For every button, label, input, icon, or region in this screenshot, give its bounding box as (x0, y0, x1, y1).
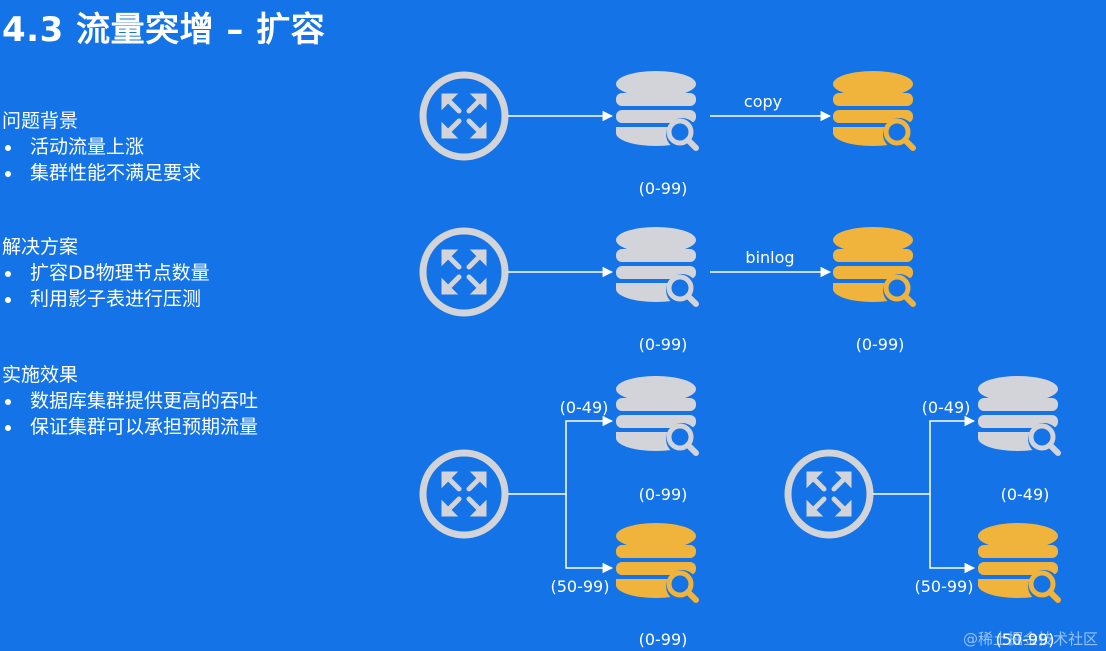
database-new-icon (616, 523, 698, 602)
router-icon (788, 453, 870, 535)
router-icon (423, 453, 505, 535)
bullet-item: 保证集群可以承担预期流量 (2, 414, 258, 440)
route-line-bottom (929, 494, 976, 574)
range-label: (0-99) (639, 630, 688, 649)
range-label: (0-99) (639, 335, 688, 354)
bullet-item: 数据库集群提供更高的吞吐 (2, 388, 258, 414)
range-label: (0-99) (639, 485, 688, 504)
bullet-item: 集群性能不满足要求 (2, 160, 201, 186)
section-heading: 解决方案 (2, 236, 79, 258)
range-label: (50-99) (996, 630, 1055, 649)
row-split-left: (0-49) (50-99) (0-99) (0-99) (423, 376, 698, 649)
bullet-item: 活动流量上涨 (2, 134, 201, 160)
route-range-label: (50-99) (551, 577, 610, 596)
bullet-item: 利用影子表进行压测 (2, 286, 210, 312)
section-effect: 实施效果 数据库集群提供更高的吞吐 保证集群可以承担预期流量 (2, 362, 258, 440)
range-label: (0-99) (639, 179, 688, 198)
section-background: 问题背景 活动流量上涨 集群性能不满足要求 (2, 108, 201, 186)
row-binlog: binlog (0-99) (0-99) (423, 227, 915, 354)
database-icon (978, 376, 1060, 455)
router-icon (423, 231, 505, 313)
route-range-label: (0-49) (922, 398, 971, 417)
database-icon (616, 71, 698, 150)
binlog-label: binlog (745, 248, 794, 267)
section-heading: 问题背景 (2, 110, 79, 132)
row-copy: copy (0-99) (423, 71, 915, 198)
database-new-icon (833, 71, 915, 150)
row-split-right: (0-49) (50-99) (0-49) (50-99) (788, 376, 1060, 649)
bullet-item: 扩容DB物理节点数量 (2, 260, 210, 286)
route-line-bottom (565, 494, 614, 574)
watermark: @稀土掘金技术社区 (962, 630, 1098, 648)
page-title: 4.3 流量突增 – 扩容 (2, 10, 326, 50)
section-solution: 解决方案 扩容DB物理节点数量 利用影子表进行压测 (2, 234, 210, 312)
route-line-top (873, 415, 976, 495)
route-line-top (508, 415, 614, 495)
range-label: (0-49) (1001, 485, 1050, 504)
section-heading: 实施效果 (2, 364, 79, 386)
router-icon (423, 75, 505, 157)
range-label: (0-99) (856, 335, 905, 354)
database-new-icon (833, 227, 915, 306)
copy-label: copy (744, 92, 782, 111)
database-new-icon (978, 523, 1060, 602)
route-range-label: (50-99) (915, 577, 974, 596)
route-range-label: (0-49) (560, 398, 609, 417)
database-icon (616, 376, 698, 455)
database-icon (616, 227, 698, 306)
